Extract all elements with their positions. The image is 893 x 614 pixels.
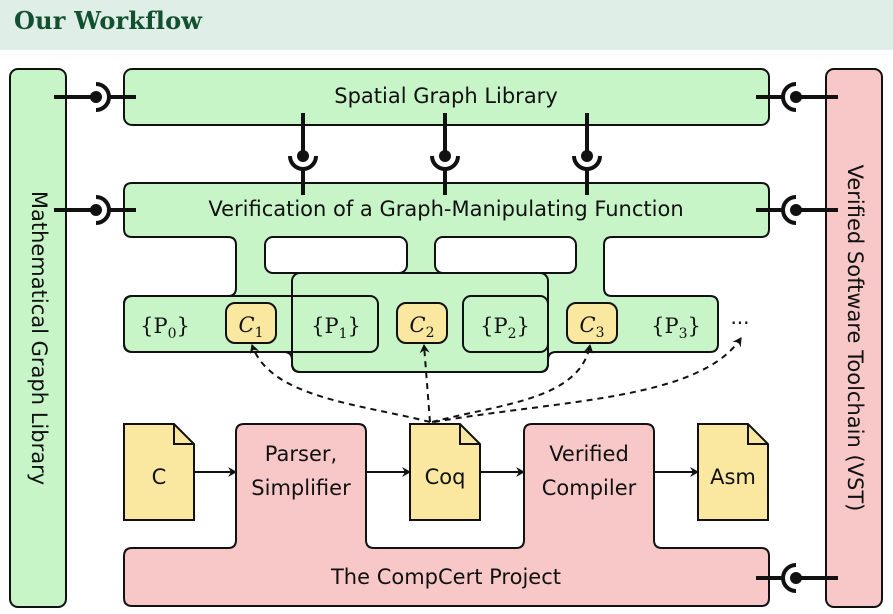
connector-right-compcert	[756, 563, 838, 593]
assertion-p0: {P0}	[140, 314, 190, 342]
vst-label: Verified Software Toolchain (VST)	[843, 165, 867, 512]
assertion-p1: {P1}	[311, 314, 361, 342]
header-bar: Our Workflow	[0, 0, 893, 50]
page-title: Our Workflow	[14, 6, 203, 35]
verification-label: Verification of a Graph-Manipulating Fun…	[208, 197, 683, 221]
connector-right-spatial	[756, 82, 838, 112]
assertion-p3: {P3}	[651, 314, 701, 342]
file-coq-icon	[409, 423, 481, 521]
math-graph-library-label: Mathematical Graph Library	[27, 191, 51, 485]
command-c3-box	[566, 302, 618, 344]
file-c-label: C	[152, 465, 167, 489]
parser-label-line1: Parser,	[265, 442, 337, 466]
command-c1-box	[225, 302, 277, 344]
connector-left-spatial	[54, 82, 136, 112]
verification-gap-left	[264, 236, 408, 274]
compcert-label: The CompCert Project	[330, 565, 561, 589]
math-graph-library-bar	[9, 68, 67, 608]
file-asm-icon	[697, 423, 769, 521]
p2-group-outline	[462, 295, 549, 353]
dashed-arrow-to-c1	[249, 344, 431, 423]
file-c-icon	[123, 423, 195, 521]
assertion-p2: {P2}	[480, 314, 530, 342]
connector-spatial-verification-2	[430, 113, 460, 195]
dashed-arrow-to-c2	[419, 344, 431, 423]
connector-left-verification	[54, 195, 136, 225]
command-c1: C1	[239, 313, 264, 341]
compcert-box	[123, 423, 770, 607]
command-c2: C2	[410, 313, 435, 341]
dashed-arrow-to-more	[433, 337, 742, 423]
file-coq-label: Coq	[425, 465, 466, 489]
connector-spatial-verification-1	[288, 113, 318, 195]
spatial-graph-library-label: Spatial Graph Library	[334, 84, 558, 108]
command-c2-box	[396, 302, 448, 344]
dashed-arrow-to-c3	[431, 344, 594, 423]
connector-spatial-verification-3	[572, 113, 602, 195]
verification-gap-right	[434, 236, 577, 274]
command-c3: C3	[580, 313, 605, 341]
connector-right-verification	[756, 195, 838, 225]
file-asm-label: Asm	[710, 465, 756, 489]
parser-label-line2: Simplifier	[251, 476, 351, 500]
compiler-label-line2: Compiler	[542, 476, 637, 500]
compiler-label-line1: Verified	[549, 442, 629, 466]
vst-bar	[825, 68, 883, 608]
sequence-ellipsis: ···	[730, 311, 749, 335]
